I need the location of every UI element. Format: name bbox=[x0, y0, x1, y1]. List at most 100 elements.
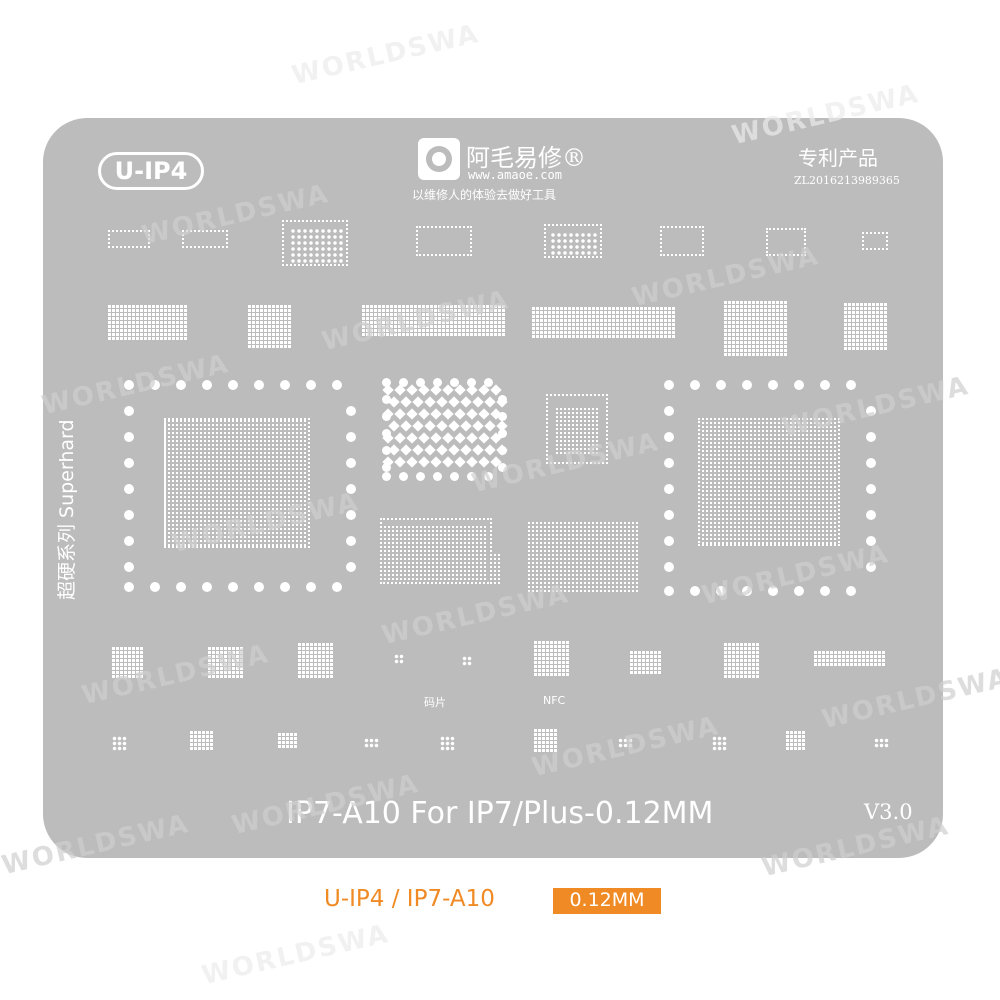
chip-pad-grid bbox=[108, 304, 188, 340]
stencil-ring-hole bbox=[124, 432, 134, 442]
watermark-text: WORLDSWA bbox=[199, 918, 393, 992]
stencil-ring-hole bbox=[382, 378, 391, 387]
chip-pad-grid bbox=[550, 232, 598, 256]
chip-pad-grid bbox=[462, 656, 472, 666]
stencil-ring-hole bbox=[433, 472, 442, 481]
chip-outline-small bbox=[862, 232, 888, 250]
chip-pad-grid bbox=[208, 646, 244, 678]
thickness-badge: 0.12MM bbox=[553, 888, 661, 914]
stencil-ring-hole bbox=[346, 432, 356, 442]
stencil-ring-hole bbox=[228, 582, 238, 592]
chip-pad-grid bbox=[248, 304, 292, 348]
stencil-ring-hole bbox=[820, 380, 830, 390]
stencil-ring-hole bbox=[124, 458, 134, 468]
chip-outline-small bbox=[766, 228, 806, 256]
stencil-ring-hole bbox=[794, 586, 804, 596]
chip-outline-small bbox=[660, 226, 704, 256]
version-label: V3.0 bbox=[864, 800, 913, 824]
chip-pad-grid bbox=[528, 520, 640, 592]
stencil-ring-hole bbox=[690, 586, 700, 596]
chip-pad-grid bbox=[278, 732, 298, 748]
stencil-ring-hole bbox=[467, 378, 476, 387]
chip-outline-small bbox=[108, 230, 150, 248]
stencil-ring-hole bbox=[866, 432, 876, 442]
stencil-ring-hole bbox=[124, 380, 134, 390]
stencil-ring-hole bbox=[382, 446, 391, 455]
patent-title: 专利产品 bbox=[798, 146, 878, 170]
stencil-ring-hole bbox=[399, 472, 408, 481]
stencil-ring-hole bbox=[664, 406, 674, 416]
stencil-ring-hole bbox=[866, 458, 876, 468]
chip-pad-grid bbox=[394, 654, 404, 664]
thickness-badge-label: 0.12MM bbox=[569, 889, 645, 911]
chip-pad-grid bbox=[490, 552, 502, 584]
stencil-ring-hole bbox=[467, 472, 476, 481]
stencil-ring-hole bbox=[124, 406, 134, 416]
chip-pad-grid bbox=[362, 304, 506, 336]
chip-pad-grid bbox=[440, 736, 455, 751]
chip-outline-small bbox=[282, 220, 348, 266]
stencil-ring-hole bbox=[332, 582, 342, 592]
stencil-ring-hole bbox=[742, 380, 752, 390]
stencil-ring-hole bbox=[382, 463, 391, 472]
model-line: IP7-A10 For IP7/Plus-0.12MM bbox=[286, 796, 714, 831]
brand-name: 阿毛易修® bbox=[466, 144, 586, 172]
stencil-ring-hole bbox=[280, 582, 290, 592]
chip-pad-grid bbox=[112, 646, 144, 678]
caption-text: U-IP4 / IP7-A10 bbox=[324, 886, 495, 912]
chip-pad-grid bbox=[814, 650, 886, 666]
watermark-text: WORLDSWA bbox=[289, 18, 483, 92]
chip-pad-grid bbox=[712, 736, 727, 751]
stencil-ring-hole bbox=[254, 582, 264, 592]
stencil-ring-hole bbox=[498, 429, 507, 438]
stencil-ring-hole bbox=[498, 412, 507, 421]
stencil-ring-hole bbox=[768, 380, 778, 390]
stencil-ring-hole bbox=[176, 582, 186, 592]
stencil-ring-hole bbox=[124, 582, 134, 592]
stencil-ring-hole bbox=[846, 380, 856, 390]
stencil-ring-hole bbox=[664, 458, 674, 468]
stencil-ring-hole bbox=[124, 510, 134, 520]
stencil-ring-hole bbox=[716, 586, 726, 596]
stencil-ring-hole bbox=[346, 536, 356, 546]
stencil-ring-hole bbox=[346, 458, 356, 468]
stencil-ring-hole bbox=[664, 510, 674, 520]
stencil-ring-hole bbox=[382, 472, 391, 481]
stencil-ring-hole bbox=[346, 562, 356, 572]
stencil-ring-hole bbox=[664, 536, 674, 546]
stencil-ring-hole bbox=[254, 380, 264, 390]
stencil-ring-hole bbox=[416, 472, 425, 481]
chip-pad-grid bbox=[190, 730, 214, 750]
stencil-ring-hole bbox=[498, 463, 507, 472]
stencil-ring-hole bbox=[150, 380, 160, 390]
stencil-ring-hole bbox=[498, 446, 507, 455]
stencil-ring-hole bbox=[820, 586, 830, 596]
label-code-chip: 码片 bbox=[424, 696, 446, 709]
chip-pad-grid bbox=[786, 730, 806, 750]
chip-outline-small bbox=[182, 230, 228, 248]
cpu-pad-grid bbox=[702, 420, 838, 544]
model-badge-label: U-IP4 bbox=[114, 157, 188, 185]
stencil-ring-hole bbox=[399, 378, 408, 387]
brand-slogan: 以维修人的体验去做好工具 bbox=[412, 188, 557, 202]
stencil-ring-hole bbox=[124, 484, 134, 494]
stencil-ring-hole bbox=[498, 395, 507, 404]
stencil-ring-hole bbox=[866, 562, 876, 572]
stencil-ring-hole bbox=[866, 406, 876, 416]
caption-row: U-IP4 / IP7-A10 0.12MM bbox=[0, 886, 1000, 918]
chip-outline-small bbox=[544, 224, 602, 258]
chip-pad-grid bbox=[298, 642, 334, 678]
stencil-ring-hole bbox=[866, 510, 876, 520]
stencil-ring-hole bbox=[664, 562, 674, 572]
chip-pad-grid bbox=[556, 406, 600, 454]
stencil-ring-hole bbox=[846, 586, 856, 596]
label-nfc: NFC bbox=[543, 694, 566, 707]
cpu-outline bbox=[698, 418, 840, 546]
stencil-ring-hole bbox=[866, 484, 876, 494]
chip-pad-grid bbox=[534, 728, 558, 752]
stencil-ring-hole bbox=[416, 378, 425, 387]
stencil-ring-hole bbox=[716, 380, 726, 390]
patent-number: ZL2016213989365 bbox=[794, 174, 900, 187]
stencil-ring-hole bbox=[450, 378, 459, 387]
stencil-ring-hole bbox=[382, 395, 391, 404]
